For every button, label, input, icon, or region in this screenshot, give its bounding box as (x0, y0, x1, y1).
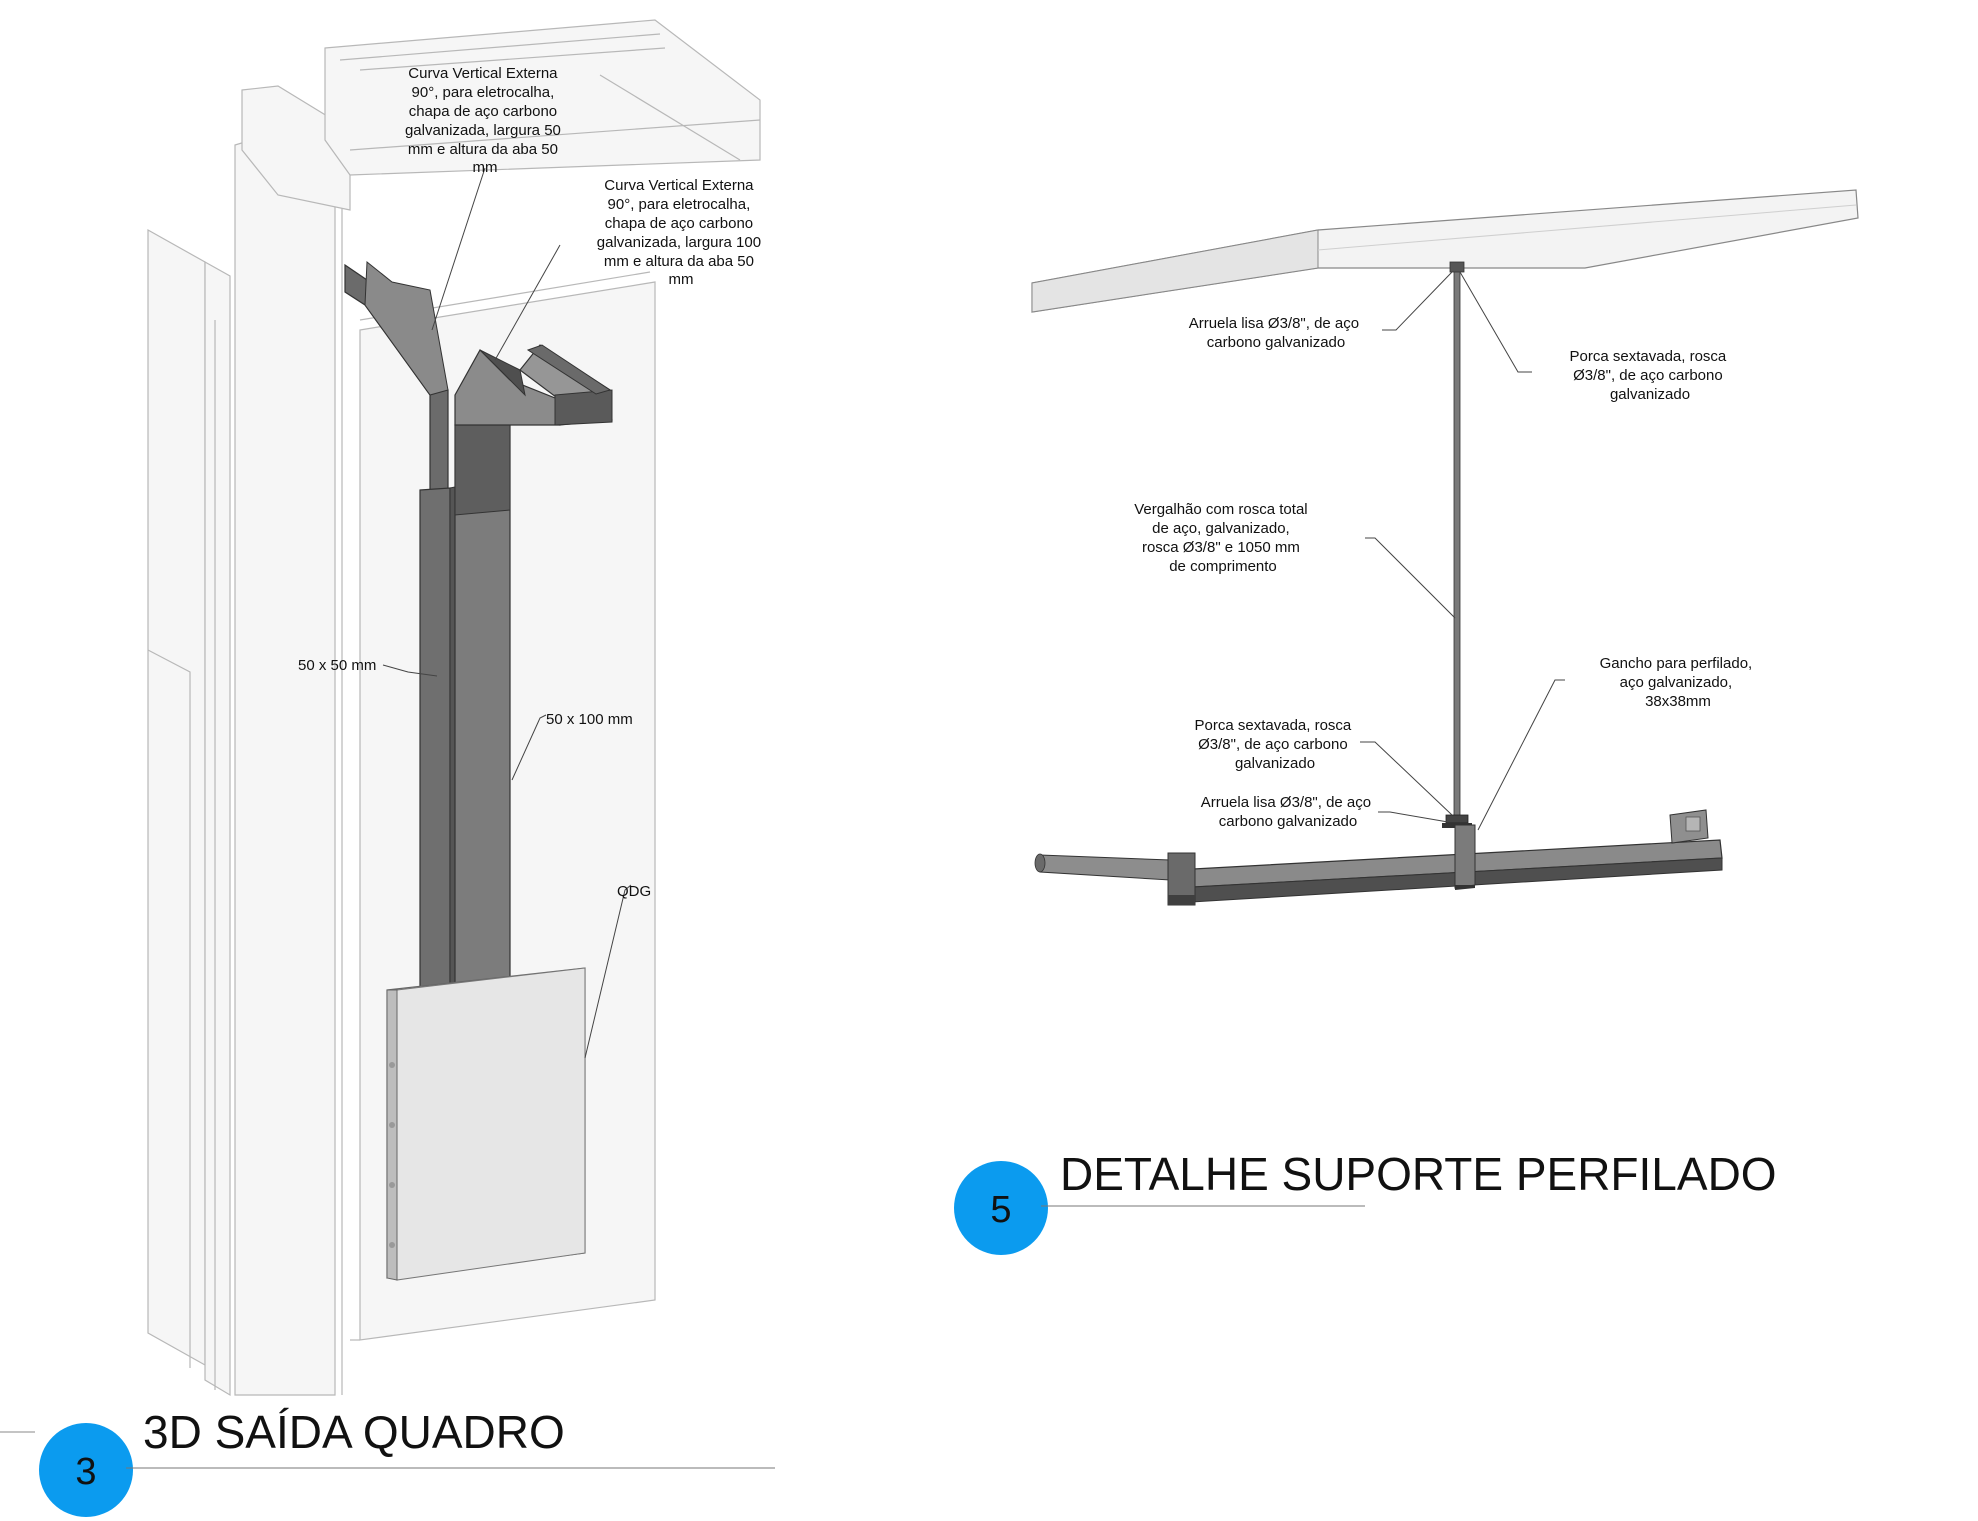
label-nut-top: Porca sextavada, rosca Ø3/8", de aço car… (1570, 348, 1731, 403)
threaded-rod (1442, 261, 1472, 828)
view-number-bubble-5 (954, 1161, 1048, 1255)
label-curve-100: Curva Vertical Externa 90°, para eletroc… (597, 177, 765, 288)
label-nut-bottom: Porca sextavada, rosca Ø3/8", de aço car… (1195, 717, 1356, 772)
view-title-3: 3 3D SAÍDA QUADRO (0, 1406, 775, 1517)
label-qdg: QDG (617, 883, 651, 900)
qdg-panel (386, 967, 586, 1281)
label-tray-100: 50 x 100 mm (546, 711, 633, 728)
label-tray-50: 50 x 50 mm (298, 657, 376, 674)
label-washer-bottom: Arruela lisa Ø3/8", de aço carbono galva… (1201, 794, 1376, 830)
view-number-3: 3 (75, 1451, 96, 1493)
label-rod: Vergalhão com rosca total de aço, galvan… (1134, 501, 1312, 575)
view-3d-saida-quadro: Curva Vertical Externa 90°, para eletroc… (0, 19, 775, 1517)
view-title-text-5: DETALHE SUPORTE PERFILADO (1060, 1148, 1777, 1200)
view-number-bubble-3 (39, 1423, 133, 1517)
ceiling-slab (1031, 189, 1859, 313)
view3-leaders (382, 167, 632, 1059)
view5-leaders (1360, 271, 1565, 831)
view-title-text-3: 3D SAÍDA QUADRO (143, 1406, 565, 1458)
view-detalhe-suporte-perfilado: Arruela lisa Ø3/8", de aço carbono galva… (954, 189, 1859, 1255)
view-title-5: 5 DETALHE SUPORTE PERFILADO (954, 1148, 1777, 1255)
label-hook: Gancho para perfilado, aço galvanizado, … (1600, 655, 1757, 710)
tray-50x100 (454, 344, 613, 1001)
label-curve-50: Curva Vertical Externa 90°, para eletroc… (405, 65, 565, 176)
strut-channel (1034, 809, 1723, 906)
view-number-5: 5 (990, 1189, 1011, 1231)
label-washer-top: Arruela lisa Ø3/8", de aço carbono galva… (1189, 315, 1364, 351)
